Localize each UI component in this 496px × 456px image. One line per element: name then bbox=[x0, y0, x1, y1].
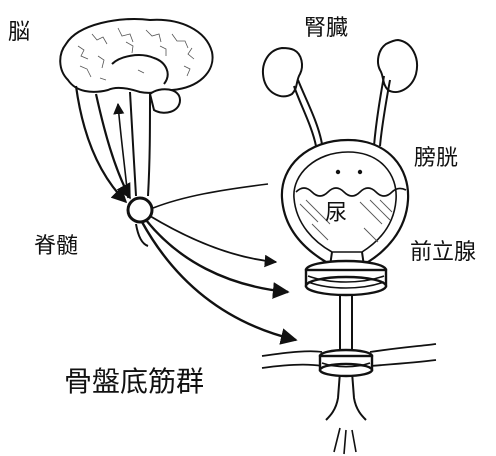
bladder-eye-left bbox=[335, 169, 341, 175]
spinal-node bbox=[126, 196, 154, 224]
label-pelvic-floor-muscles: 骨盤底筋群 bbox=[64, 365, 205, 398]
urethra-lower-right bbox=[351, 371, 367, 421]
kidneys-drawing bbox=[262, 38, 418, 98]
prostate-drawing bbox=[304, 251, 388, 297]
arrow-brain-to-spinal-1 bbox=[74, 85, 128, 204]
label-urine: 尿 bbox=[325, 201, 348, 226]
left-kidney bbox=[262, 46, 303, 98]
label-kidney: 腎臓 bbox=[304, 16, 349, 41]
brainstem-left bbox=[129, 91, 137, 197]
signal-bladder-to-spinal bbox=[152, 183, 269, 209]
label-prostate: 前立腺 bbox=[410, 240, 477, 265]
arrow-spinal-to-bladder bbox=[149, 215, 278, 268]
left-ureter-b bbox=[293, 85, 317, 147]
arrow-spinal-to-prostate bbox=[145, 219, 290, 299]
brain-lobe bbox=[111, 54, 169, 85]
label-brain: 脳 bbox=[8, 20, 31, 45]
brainstem-right bbox=[147, 91, 151, 197]
label-spinal-cord: 脊髄 bbox=[34, 234, 79, 259]
prostate-stripes bbox=[307, 275, 385, 289]
pelvic-ring-stripe bbox=[321, 362, 371, 368]
bladder-eye-right bbox=[357, 169, 363, 175]
urethra-drawing bbox=[325, 296, 367, 421]
arrow-spinal-to-pelvic-floor bbox=[140, 221, 298, 345]
cerebellum bbox=[148, 88, 182, 114]
pelvic-floor-drawing bbox=[261, 343, 437, 378]
pelvic-muscle-line-lower bbox=[261, 359, 437, 369]
pelvic-muscle-line-upper bbox=[261, 343, 437, 357]
label-bladder: 膀胱 bbox=[414, 146, 459, 171]
right-ureter-b bbox=[379, 79, 391, 147]
right-ureter bbox=[373, 75, 385, 147]
nerve-signals bbox=[74, 85, 298, 345]
brain-drawing bbox=[59, 18, 214, 114]
right-kidney bbox=[377, 38, 418, 93]
bladder-inner bbox=[293, 151, 397, 253]
brain-texture bbox=[77, 27, 195, 81]
urine-surface bbox=[295, 187, 407, 197]
prostate-ring-lower bbox=[304, 275, 388, 297]
spinal-lower-tail bbox=[135, 223, 149, 247]
urine-shading bbox=[299, 199, 393, 243]
bladder-drawing bbox=[280, 138, 410, 264]
pelvic-ring-lower bbox=[318, 362, 374, 378]
left-ureter bbox=[297, 79, 323, 145]
spinal-cord-drawing bbox=[129, 91, 151, 247]
arrow-spinal-to-brain bbox=[113, 102, 129, 199]
arrow-brain-to-spinal-2 bbox=[94, 93, 131, 200]
ureters bbox=[293, 75, 391, 147]
urethra-lower-left bbox=[325, 371, 341, 421]
urine-stream bbox=[333, 427, 357, 455]
